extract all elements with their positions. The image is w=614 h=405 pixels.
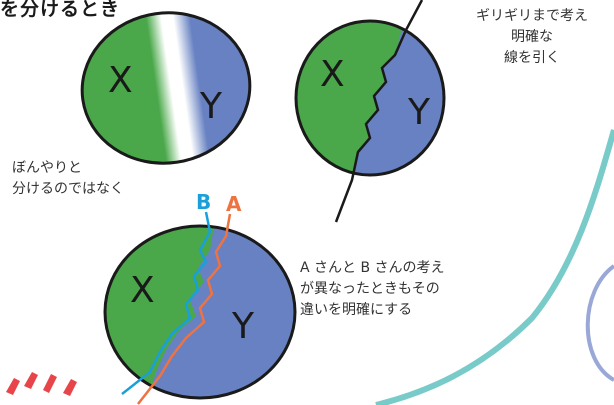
red-stripes-decoration xyxy=(6,372,77,396)
caption-different-opinions: A さんと B さんの考え が異なったときもその 違いを明確にする xyxy=(300,258,445,321)
caption-vague-split: ぼんやりと 分けるのではなく xyxy=(12,158,124,200)
line-a xyxy=(137,213,232,405)
dividing-line xyxy=(334,0,424,223)
line-b-label: B xyxy=(196,190,212,214)
teal-curve-decoration xyxy=(375,129,614,405)
page-title: を分けるとき xyxy=(0,0,121,20)
two-opinions-circle: X Y xyxy=(103,211,297,405)
caption-line: 分けるのではなく xyxy=(12,181,124,197)
lavender-arc-decoration xyxy=(585,264,614,382)
sharp-split-circle: X Y xyxy=(294,0,446,223)
region-x-label: X xyxy=(130,270,155,311)
caption-line: ギリギリまで考え xyxy=(476,8,588,24)
caption-sharp-line: ギリギリまで考え 明確な 線を引く xyxy=(457,6,607,69)
region-y-label: Y xyxy=(199,86,223,127)
region-y-label: Y xyxy=(231,306,255,347)
caption-line: A さんと B さんの考え xyxy=(300,260,445,276)
region-x-label: X xyxy=(320,54,345,95)
caption-line: 明確な xyxy=(511,29,553,45)
line-a-label: A xyxy=(226,192,242,216)
region-y-label: Y xyxy=(407,92,431,133)
blurry-split-circle: X Y xyxy=(80,11,252,165)
caption-line: ぼんやりと xyxy=(12,160,82,176)
line-b xyxy=(121,211,212,395)
caption-line: 線を引く xyxy=(504,50,560,66)
caption-line: 違いを明確にする xyxy=(300,302,413,318)
caption-line: が異なったときもその xyxy=(300,281,440,297)
region-x-label: X xyxy=(108,60,133,101)
